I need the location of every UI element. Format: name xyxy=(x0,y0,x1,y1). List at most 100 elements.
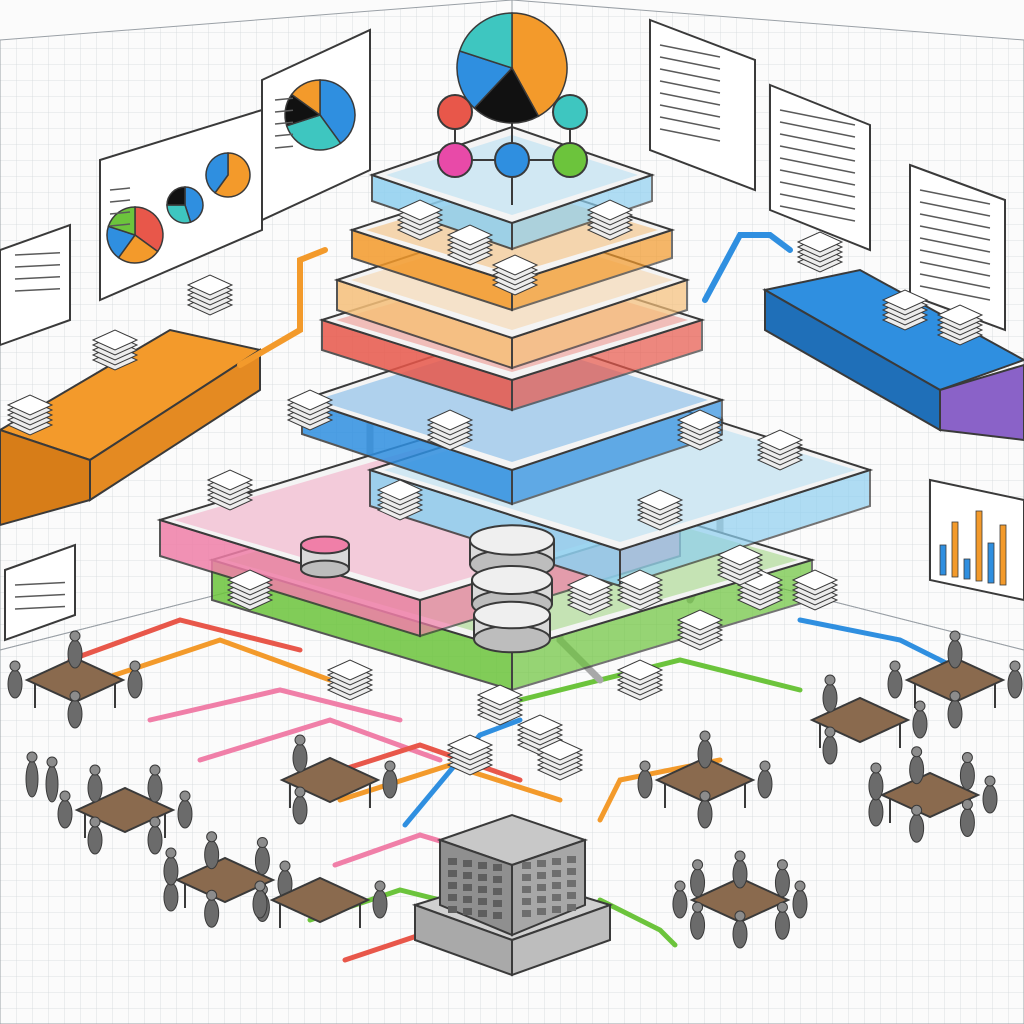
paper-stack-icon-sheet xyxy=(616,569,664,591)
person-icon-head xyxy=(294,786,306,798)
poster-text-line-decor xyxy=(14,605,66,610)
poster-text-line-decor xyxy=(919,285,991,301)
paper-stack-icon-sheet xyxy=(491,254,539,276)
person-icon-body xyxy=(204,898,220,928)
person-icon-body xyxy=(45,765,59,803)
poster-text-line-decor xyxy=(14,581,66,586)
person-icon-head xyxy=(824,726,836,738)
person-icon-body xyxy=(163,856,179,886)
building-window xyxy=(522,874,531,881)
person-icon-body xyxy=(947,699,963,729)
paper-stack-icon-sheet xyxy=(446,224,494,246)
pipe-blue-floor-right xyxy=(797,617,963,673)
poster-text-line-decor xyxy=(109,187,131,191)
building-window xyxy=(493,864,502,871)
paper-stack-icon-sheet xyxy=(286,389,334,411)
building-window xyxy=(448,882,457,889)
person-icon-head xyxy=(699,790,711,802)
paper-stack-icon-sheet xyxy=(676,609,724,631)
right-poster-text-1 xyxy=(649,18,756,192)
poster-text-line-decor xyxy=(109,211,131,215)
node-icon-magenta xyxy=(437,142,473,178)
person-icon-body xyxy=(87,773,103,803)
poster-text-line-decor xyxy=(659,128,721,142)
building-icon xyxy=(411,813,614,977)
poster-bar-decor xyxy=(999,524,1007,586)
building-window xyxy=(493,900,502,907)
poster-text-line-decor xyxy=(919,249,991,265)
poster-bar-decor xyxy=(975,510,983,582)
building-window xyxy=(478,862,487,869)
person-icon-head xyxy=(149,816,161,828)
meeting-table-icon xyxy=(904,656,1006,704)
poster-text-line-decor xyxy=(919,213,991,229)
person-icon-body xyxy=(177,799,193,829)
poster-text-line-decor xyxy=(14,276,61,280)
person-icon-body xyxy=(947,639,963,669)
top-hierarchy xyxy=(437,12,588,205)
poster-text-line-decor xyxy=(779,133,856,150)
paper-stack-icon-sheet xyxy=(516,714,564,736)
top-pie-slice xyxy=(511,12,568,118)
poster-text-line-decor xyxy=(779,145,856,162)
building-window xyxy=(567,904,576,911)
pipe-orange-top-left xyxy=(237,247,328,368)
building-windows xyxy=(448,856,576,919)
paper-stack-icon-sheet xyxy=(586,199,634,221)
person-icon-body xyxy=(690,910,706,940)
paper-stack-icon-sheet xyxy=(936,304,984,326)
poster-text-line-decor xyxy=(659,92,721,106)
paper-stack-icon-sheet xyxy=(376,479,424,501)
poster-text-line-decor xyxy=(919,189,991,205)
paper-stack-icon-sheet xyxy=(226,569,274,591)
person-icon-head xyxy=(759,760,771,772)
person-icon-head xyxy=(911,804,923,816)
building-window xyxy=(522,886,531,893)
meeting-table-icon xyxy=(654,756,756,804)
poster-text-line-decor xyxy=(659,104,721,118)
poster-bar-decor xyxy=(987,542,995,584)
person-icon-body xyxy=(822,683,838,713)
building-window xyxy=(448,906,457,913)
building-window xyxy=(567,856,576,863)
wall-pie-chart-icon-slice xyxy=(117,233,159,264)
building-window xyxy=(448,894,457,901)
person-icon-head xyxy=(9,660,21,672)
person-icon-body xyxy=(909,813,925,843)
person-icon-body xyxy=(822,735,838,765)
building-window xyxy=(493,912,502,919)
building-window xyxy=(478,886,487,893)
person-icon-body xyxy=(254,846,270,876)
building-window xyxy=(463,884,472,891)
person-icon-head xyxy=(374,880,386,892)
person-icon-head xyxy=(776,859,788,871)
person-icon-body xyxy=(868,771,884,801)
person-icon-head xyxy=(794,880,806,892)
person-icon-head xyxy=(692,859,704,871)
node-icon-blue xyxy=(494,142,530,178)
person-icon-body xyxy=(982,784,998,814)
poster-text-line-decor xyxy=(274,109,294,113)
node-icon-teal xyxy=(552,94,588,130)
wall-pie-chart-icon-slice xyxy=(166,186,186,206)
building-window xyxy=(463,872,472,879)
wall-pie-chart-icon-slice xyxy=(214,152,251,198)
person-icon-body xyxy=(147,773,163,803)
meeting-groups xyxy=(7,630,1023,949)
person-icon-head xyxy=(59,790,71,802)
person-icon-body xyxy=(912,709,928,739)
person-icon-body xyxy=(67,699,83,729)
node-icon-green xyxy=(552,142,588,178)
person-icon-head xyxy=(294,734,306,746)
poster-text-line-decor xyxy=(919,273,991,289)
person-icon-head xyxy=(776,901,788,913)
paper-stack-icon-sheet xyxy=(616,659,664,681)
poster-text-line-decor xyxy=(274,97,294,101)
person-icon-head xyxy=(949,690,961,702)
person-icon-body xyxy=(252,889,268,919)
person-icon-body xyxy=(204,840,220,870)
poster-text-line-decor xyxy=(919,237,991,253)
person-icon-body xyxy=(25,760,39,798)
right-conveyor xyxy=(762,268,1024,442)
